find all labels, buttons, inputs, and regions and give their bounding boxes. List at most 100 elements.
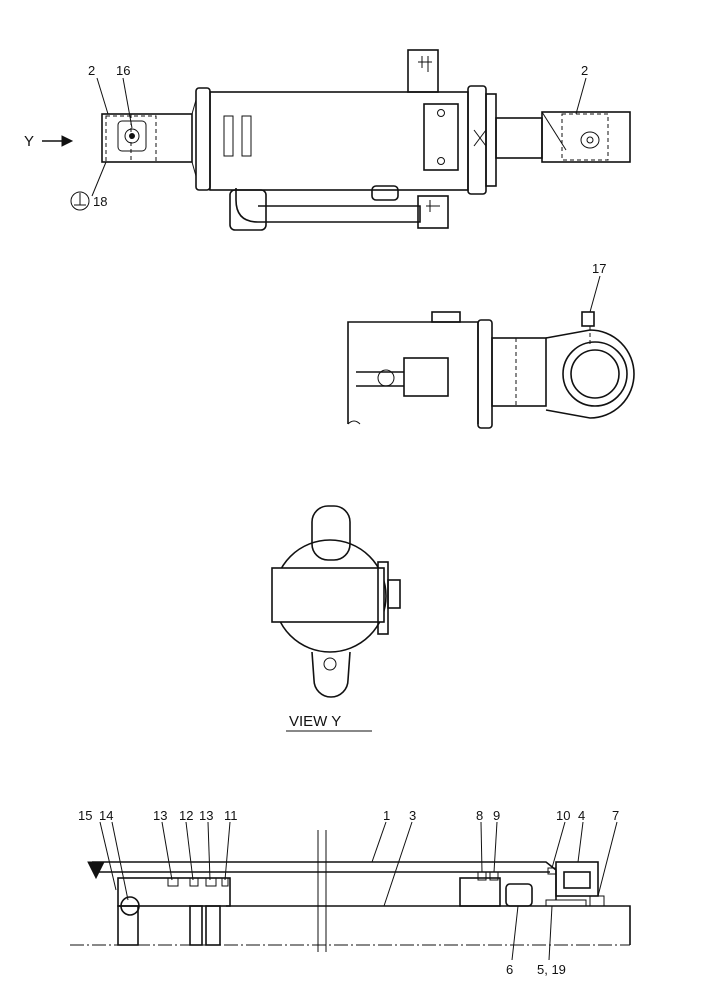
callout-18: 18 (93, 194, 107, 209)
callout-14: 14 (99, 808, 113, 823)
leader-6 (511, 905, 519, 961)
gland-nut-4 (555, 861, 599, 897)
callout-3: 3 (409, 808, 416, 823)
callout-8: 8 (476, 808, 483, 823)
detail-rod-eye (545, 329, 635, 419)
detail-tube (347, 321, 479, 424)
leader-17 (589, 275, 601, 313)
view-y-top-eye (311, 505, 351, 561)
callout-1: 1 (383, 808, 390, 823)
leader-1 (371, 821, 387, 863)
grease-fitting-left-nipple (129, 133, 135, 139)
callout-9: 9 (493, 808, 500, 823)
steel-ball-14 (120, 896, 140, 916)
cushion-sleeve-6 (505, 883, 533, 907)
detail-gland (477, 319, 493, 429)
pipe-clamp-block (423, 103, 459, 171)
view-y-label: VIEW Y (289, 713, 341, 730)
rod-end-detail-view: 17 (347, 261, 635, 429)
view-y-bottom-eye (311, 651, 351, 698)
cylinder-top-view: Y (24, 49, 631, 231)
rod-end-right-taper (541, 111, 567, 151)
view-arrow-label: Y (24, 133, 34, 150)
callout-11: 11 (224, 808, 238, 823)
rod-end-left (101, 113, 193, 163)
gland-bushing (459, 877, 501, 907)
leader-10 (551, 821, 566, 869)
detail-pipe-fitting (377, 369, 395, 387)
callout-2-left: 2 (88, 63, 95, 78)
callout-4: 4 (578, 808, 585, 823)
leader-7 (597, 821, 618, 897)
clamp-bolt-bottom (437, 157, 445, 165)
leader-14 (111, 821, 129, 901)
view-y: VIEW Y (271, 505, 401, 732)
detail-eye-bore (562, 341, 628, 407)
callout-12: 12 (179, 808, 193, 823)
detail-top-lug (431, 311, 461, 323)
weld-bead (87, 861, 105, 880)
clamp-bolt-top (437, 109, 445, 117)
leader-2a (96, 77, 109, 115)
piston-inner-2 (205, 905, 221, 946)
rod-end-right-bushing (561, 113, 609, 161)
callout-5-19: 5, 19 (537, 962, 566, 977)
leader-4 (577, 821, 584, 863)
tube-slot-2 (241, 115, 252, 157)
gland-cross-2 (473, 129, 487, 147)
bushing-5 (545, 899, 587, 907)
gland-lip (485, 93, 497, 187)
detail-eye-bushing (570, 349, 620, 399)
piston-rod-section (226, 905, 631, 945)
leader-11 (224, 821, 231, 881)
leader-18 (91, 161, 107, 197)
dust-seal-7 (589, 895, 605, 907)
hydraulic-pipe (235, 188, 421, 223)
gland-head (467, 85, 487, 195)
piston-inner-1 (189, 905, 203, 946)
grease-fitting-17 (581, 311, 595, 327)
callout-2-right: 2 (581, 63, 588, 78)
pipe-clamp-lower (371, 185, 399, 201)
callout-13-right: 13 (199, 808, 213, 823)
view-y-port (387, 579, 401, 609)
piston-groove-1 (167, 877, 179, 887)
detail-rod (491, 337, 547, 407)
gland-nut-groove (563, 871, 591, 889)
callout-16: 16 (116, 63, 130, 78)
callout-13-left: 13 (153, 808, 167, 823)
view-y-band (271, 567, 385, 623)
leader-15 (99, 821, 117, 891)
piston-rod (495, 117, 543, 159)
piston-groove-2 (189, 877, 199, 887)
detail-port (403, 357, 449, 397)
rod-end-right (541, 111, 631, 163)
detail-break-line (347, 420, 361, 425)
callout-15: 15 (78, 808, 92, 823)
leader-5-19 (548, 905, 553, 961)
leader-16 (122, 77, 133, 129)
cylinder-tube (209, 91, 469, 191)
callout-7: 7 (612, 808, 619, 823)
leader-12 (185, 821, 194, 881)
grease-symbol (70, 191, 90, 211)
leader-13b (207, 821, 211, 881)
callout-17: 17 (592, 261, 606, 276)
piston-groove-3 (205, 877, 217, 887)
grease-fitting-right-nipple (586, 136, 594, 144)
tube-end-collar (195, 87, 211, 191)
leader-8 (480, 821, 483, 873)
tube-outer-line (92, 861, 557, 900)
cylinder-section-view: 15 14 13 12 13 11 1 3 8 9 10 4 7 6 5, 19 (70, 808, 631, 977)
port-top (407, 49, 439, 93)
port-bottom (417, 195, 449, 229)
grease-fitting-left (124, 128, 140, 144)
tube-slot-1 (223, 115, 234, 157)
callout-6: 6 (506, 962, 513, 977)
leader-13a (161, 821, 173, 881)
grease-fitting-right (580, 131, 600, 149)
view-y-bottom-fitting (323, 657, 337, 671)
callout-10: 10 (556, 808, 570, 823)
piston (117, 877, 231, 907)
